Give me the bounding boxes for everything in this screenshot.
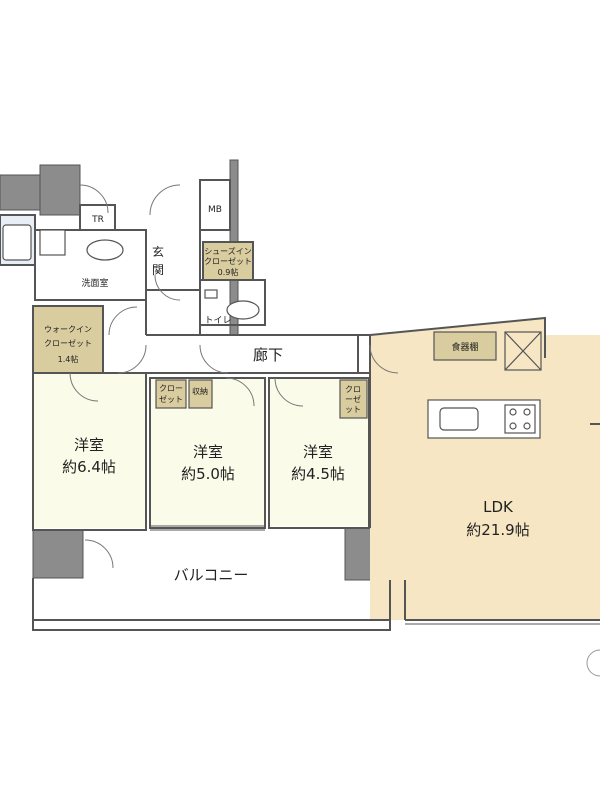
entrance-label-top: 玄: [152, 244, 164, 259]
bedroom1-area: 約6.4帖: [62, 458, 116, 476]
closet-a-line1: クロー: [159, 384, 183, 393]
wall-lines: [0, 179, 600, 631]
closet-lines: [155, 331, 542, 419]
closet-b-line3: ット: [345, 405, 361, 414]
walk-in-closet-line3: 1.4帖: [58, 354, 79, 364]
ldk-area: 約21.9帖: [466, 521, 529, 539]
corridor-label: 廊下: [253, 346, 283, 364]
windows: [150, 525, 600, 625]
balcony-label: バルコニー: [174, 566, 249, 584]
mb-label: MB: [208, 205, 222, 215]
washbasin: [86, 239, 124, 261]
entrance-label-bottom: 関: [152, 263, 164, 277]
shoe-closet-line3: 0.9帖: [218, 267, 239, 277]
door-swings: [69, 184, 399, 569]
storage-floor: [189, 380, 212, 408]
shoe-closet-line1: シューズイン: [204, 246, 252, 256]
bedroom3-area: 約4.5帖: [291, 465, 345, 483]
room-labels: 洋室 約6.4帖 洋室 約5.0帖 洋室 約4.5帖 LDK 約21.9帖 バル…: [44, 205, 530, 584]
shoe-closet-line2: クローゼット: [204, 256, 252, 266]
ldk-name: LDK: [483, 498, 514, 516]
compass-mark-icon: [586, 649, 600, 677]
column-bottom-left: [32, 529, 84, 579]
toilet-bowl: [226, 300, 260, 320]
ldk-upper-floor: [370, 318, 600, 620]
closet-b-line1: クロ: [345, 385, 361, 394]
bedroom3-name: 洋室: [303, 443, 333, 461]
kitchen-island: [427, 399, 541, 439]
walk-in-closet-floor: [33, 306, 103, 373]
closet-b-line2: ーゼ: [345, 394, 361, 404]
closet-b-floor: [340, 380, 367, 418]
tr-label: TR: [91, 215, 104, 225]
shoe-closet-floor: [203, 242, 253, 280]
bedroom2-name: 洋室: [193, 443, 223, 461]
dish-shelf-floor: [434, 332, 496, 360]
toilet-label: トイレ: [204, 316, 231, 326]
bedroom1-name: 洋室: [74, 436, 104, 454]
washroom-label: 洗面室: [81, 277, 108, 289]
closet-a-line2: ゼット: [159, 394, 183, 404]
stove: [504, 404, 536, 434]
bedroom1-floor: [33, 373, 146, 528]
bedroom2-area: 約5.0帖: [181, 465, 235, 483]
wall-top-left: [0, 174, 41, 211]
dish-shelf-label: 食器棚: [451, 341, 478, 353]
washing-machine: [39, 229, 66, 256]
storage-label: 収納: [192, 386, 208, 396]
wall-top-left-2: [39, 164, 81, 216]
walk-in-closet-line2: クローゼット: [44, 338, 92, 348]
walk-in-closet-line1: ウォークイン: [44, 325, 92, 334]
kitchen-sink: [439, 407, 479, 431]
bathtub: [2, 224, 32, 261]
closet-a-floor: [156, 380, 186, 408]
fixtures: [2, 224, 260, 320]
